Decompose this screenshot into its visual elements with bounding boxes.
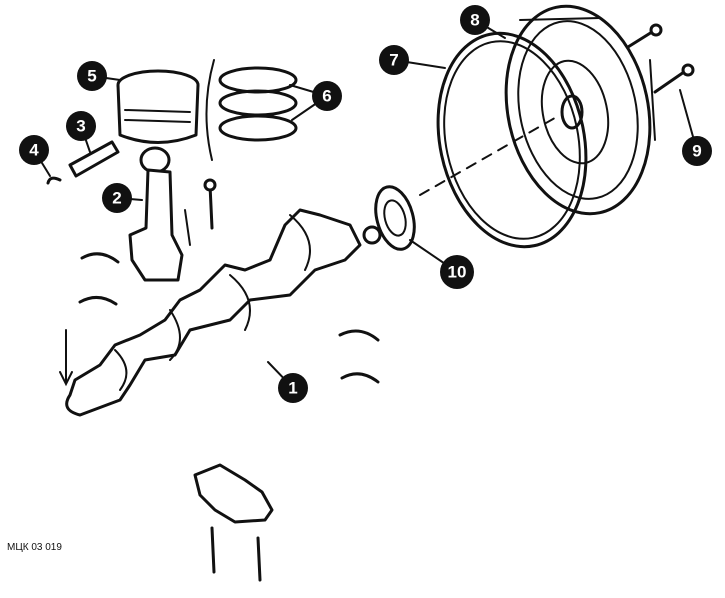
callout-4: 4 [19,135,51,177]
callout-10: 10 [409,239,474,289]
callout-10-label: 10 [448,263,467,282]
main-bearing-cap [193,463,274,582]
callout-1: 1 [267,361,308,403]
callout-6-label: 6 [322,87,331,106]
callout-8-label: 8 [470,11,479,30]
callout-7-label: 7 [389,51,398,70]
piston-rings [205,59,298,161]
callout-2-label: 2 [112,189,121,208]
callout-3: 3 [66,111,96,153]
callout-6: 6 [289,81,342,121]
callout-8: 8 [460,5,506,39]
crankshaft [65,208,362,417]
callout-5: 5 [77,61,121,91]
ring-gear [436,31,588,249]
direction-arrow [59,329,73,387]
rod-bolt [203,178,217,230]
upper-bearing-shells [78,252,380,384]
callout-7: 7 [379,45,446,75]
circlip [46,176,62,185]
callout-9: 9 [679,89,712,166]
figure-code: МЦК 03 019 [7,542,62,553]
axis-line [419,114,561,196]
crank-plate [362,185,416,251]
callout-9-label: 9 [692,142,701,161]
piston [116,69,200,144]
callout-4-label: 4 [29,141,39,160]
callout-2: 2 [102,183,143,213]
flywheel-bolts [626,23,695,94]
callout-5-label: 5 [87,67,96,86]
piston-pin [68,140,120,178]
connecting-rod [128,146,191,282]
callout-3-label: 3 [76,117,85,136]
callout-1-label: 1 [288,379,297,398]
